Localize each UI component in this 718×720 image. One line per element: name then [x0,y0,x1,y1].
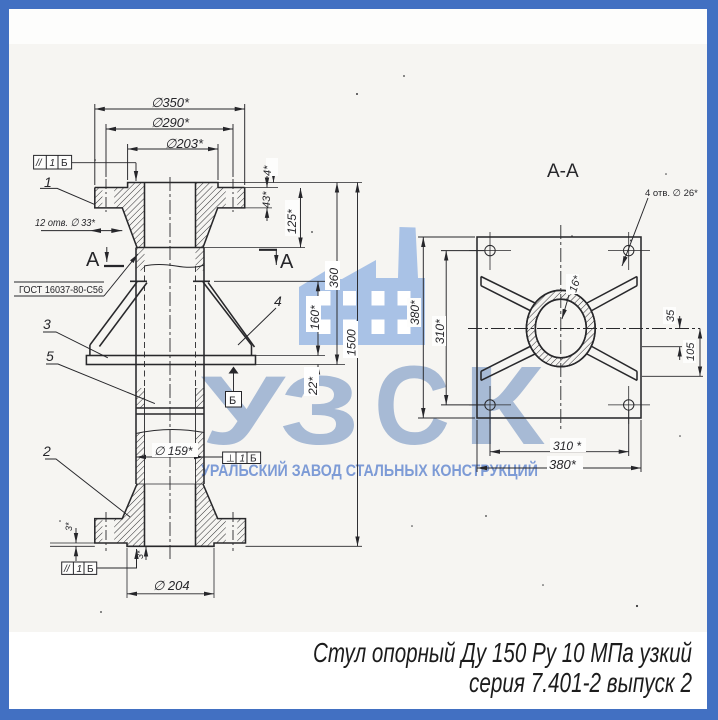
svg-text:35: 35 [665,309,677,322]
svg-text:А: А [280,251,294,273]
svg-text:У: У [201,356,287,465]
svg-text://: // [63,564,71,575]
svg-text:1500: 1500 [345,329,359,356]
svg-text:∅ 204: ∅ 204 [153,578,190,593]
svg-text:380*: 380* [549,457,577,472]
svg-text:380*: 380* [408,300,422,325]
svg-text:серия 7.401-2 выпуск 2: серия 7.401-2 выпуск 2 [469,667,692,698]
svg-text:УРАЛЬСКИЙ ЗАВОД СТАЛЬНЫХ КОНСТ: УРАЛЬСКИЙ ЗАВОД СТАЛЬНЫХ КОНСТРУКЦИЙ [201,461,538,480]
svg-text:12 отв. ∅ 33*: 12 отв. ∅ 33* [35,217,96,229]
svg-text:А: А [86,249,100,271]
svg-text:Б: Б [87,564,94,575]
svg-text:А-А: А-А [547,161,579,182]
svg-text:16*: 16* [567,274,584,294]
svg-text:3*: 3* [135,550,145,559]
svg-text:С: С [374,344,450,469]
svg-text:∅290*: ∅290* [151,115,190,130]
svg-text:105: 105 [685,342,697,361]
svg-text:1: 1 [44,174,52,190]
svg-text:22*: 22* [306,377,320,396]
svg-text:2: 2 [42,443,51,459]
svg-text:160*: 160* [308,305,322,330]
svg-text:4*: 4* [262,165,274,176]
svg-text:1: 1 [240,454,246,465]
svg-text:∅ 159*: ∅ 159* [154,444,193,458]
svg-text:360: 360 [327,268,341,288]
svg-text:∅350*: ∅350* [151,95,190,110]
svg-text:Б: Б [229,395,236,407]
svg-text:З: З [280,356,360,466]
svg-text:ГОСТ 16037-80-С56: ГОСТ 16037-80-С56 [19,285,103,296]
svg-text:4: 4 [274,293,282,309]
svg-text:3*: 3* [64,522,74,531]
svg-text:310 *: 310 * [553,439,581,453]
svg-text:310*: 310* [433,319,447,344]
svg-text:3: 3 [43,316,51,332]
svg-text:∅203*: ∅203* [165,136,204,151]
svg-text:4 отв. ∅ 26*: 4 отв. ∅ 26* [645,188,698,199]
svg-text:1: 1 [77,564,83,575]
svg-text:1: 1 [50,158,56,169]
svg-text:125*: 125* [285,209,299,234]
svg-text:5: 5 [46,348,54,364]
svg-text://: // [35,158,43,169]
svg-text:⊥: ⊥ [226,454,235,465]
svg-text:Б: Б [250,454,257,465]
svg-text:43*: 43* [261,191,273,208]
svg-text:Б: Б [61,158,68,169]
svg-text:Стул опорный Ду 150 Ру 10 МПа: Стул опорный Ду 150 Ру 10 МПа узкий [313,637,692,668]
svg-text:К: К [463,344,545,469]
